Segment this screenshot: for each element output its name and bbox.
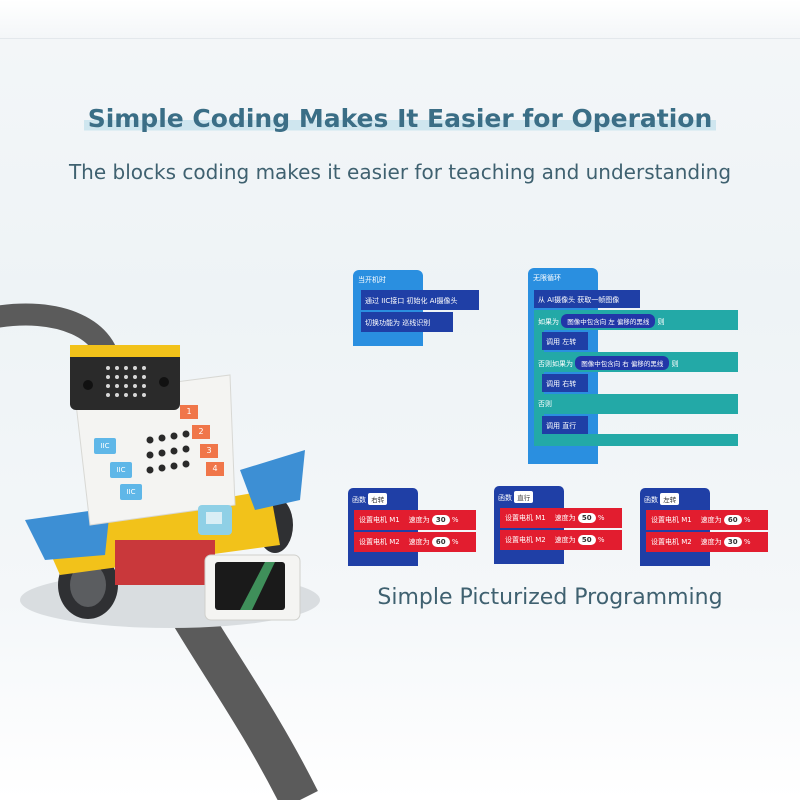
function-block-left: 函数 左转 设置电机 M1 速度为 60 % 设置电机 M2 速度为 30 % bbox=[640, 488, 768, 568]
top-divider bbox=[0, 38, 800, 39]
if-end bbox=[534, 434, 738, 446]
loop-hat: 无限循环 bbox=[528, 268, 598, 288]
function-name: 左转 bbox=[660, 493, 680, 505]
function-header: 函数 右转 bbox=[348, 488, 418, 508]
speed-value[interactable]: 50 bbox=[577, 513, 596, 523]
function-block-straight: 函数 直行 设置电机 M1 速度为 50 % 设置电机 M2 速度为 50 % bbox=[494, 486, 622, 566]
elseif-block: 否则如果为 图像中包含向 右 偏移的黑线 则 bbox=[534, 352, 738, 372]
call-straight-block: 调用 直行 bbox=[542, 416, 588, 434]
function-name: 直行 bbox=[514, 491, 534, 503]
headline: Simple Coding Makes It Easier for Operat… bbox=[0, 104, 800, 133]
function-name: 右转 bbox=[368, 493, 388, 505]
motor-m1-block: 设置电机 M1 速度为 30 % bbox=[354, 510, 476, 530]
tagline: Simple Picturized Programming bbox=[377, 585, 723, 610]
motor-m2-block: 设置电机 M2 速度为 60 % bbox=[354, 532, 476, 552]
pin-holes bbox=[146, 430, 190, 474]
if-block: 如果为 图像中包含向 左 偏移的黑线 则 bbox=[534, 310, 738, 330]
button-b-icon bbox=[159, 377, 169, 387]
elseif-rail bbox=[534, 372, 544, 394]
right-wing bbox=[240, 450, 305, 510]
led-matrix bbox=[106, 366, 146, 397]
switch-function-block: 切换功能为 巡线识别 bbox=[361, 312, 453, 332]
condition-right-shift: 图像中包含向 右 偏移的黑线 bbox=[575, 356, 670, 370]
call-left-block: 调用 左转 bbox=[542, 332, 588, 350]
red-chassis bbox=[115, 540, 215, 585]
if-rail bbox=[534, 330, 544, 356]
function-header: 函数 直行 bbox=[494, 486, 564, 506]
button-a-icon bbox=[83, 380, 93, 390]
port-label-2: IIC bbox=[110, 462, 132, 478]
subtitle: The blocks coding makes it easier for te… bbox=[68, 160, 732, 184]
else-rail bbox=[534, 414, 544, 436]
fetch-frame-block: 从 AI摄像头 获取一帧图像 bbox=[534, 290, 640, 308]
speed-value[interactable]: 30 bbox=[723, 537, 742, 547]
motor-m1-block: 设置电机 M1 速度为 60 % bbox=[646, 510, 768, 530]
loop-block: 无限循环 从 AI摄像头 获取一帧图像 如果为 图像中包含向 左 偏移的黑线 则… bbox=[528, 268, 738, 464]
function-block-right: 函数 右转 设置电机 M1 速度为 30 % 设置电机 M2 速度为 60 % bbox=[348, 488, 476, 568]
speed-value[interactable]: 60 bbox=[431, 537, 450, 547]
speed-value[interactable]: 60 bbox=[723, 515, 742, 525]
page-title: Simple Coding Makes It Easier for Operat… bbox=[83, 104, 717, 133]
function-header: 函数 左转 bbox=[640, 488, 710, 508]
speed-value[interactable]: 30 bbox=[431, 515, 450, 525]
left-wing bbox=[25, 508, 110, 560]
side-number-1: 1 bbox=[180, 405, 198, 419]
motor-m1-block: 设置电机 M1 速度为 50 % bbox=[500, 508, 622, 528]
side-number-3: 3 bbox=[200, 444, 218, 458]
speed-value[interactable]: 50 bbox=[577, 535, 596, 545]
startup-block: 当开机时 通过 IIC接口 初始化 AI摄像头 切换功能为 巡线识别 bbox=[353, 270, 479, 348]
port-label-1: IIC bbox=[94, 438, 116, 454]
startup-hat: 当开机时 bbox=[353, 270, 423, 288]
motor-m2-block: 设置电机 M2 速度为 30 % bbox=[646, 532, 768, 552]
else-block: 否则 bbox=[534, 394, 738, 414]
condition-left-shift: 图像中包含向 左 偏移的黑线 bbox=[561, 314, 656, 328]
port-label-3: IIC bbox=[120, 484, 142, 500]
init-camera-block: 通过 IIC接口 初始化 AI摄像头 bbox=[361, 290, 479, 310]
side-number-2: 2 bbox=[192, 425, 210, 439]
side-number-4: 4 bbox=[206, 462, 224, 476]
call-right-block: 调用 右转 bbox=[542, 374, 588, 392]
motor-m2-block: 设置电机 M2 速度为 50 % bbox=[500, 530, 622, 550]
